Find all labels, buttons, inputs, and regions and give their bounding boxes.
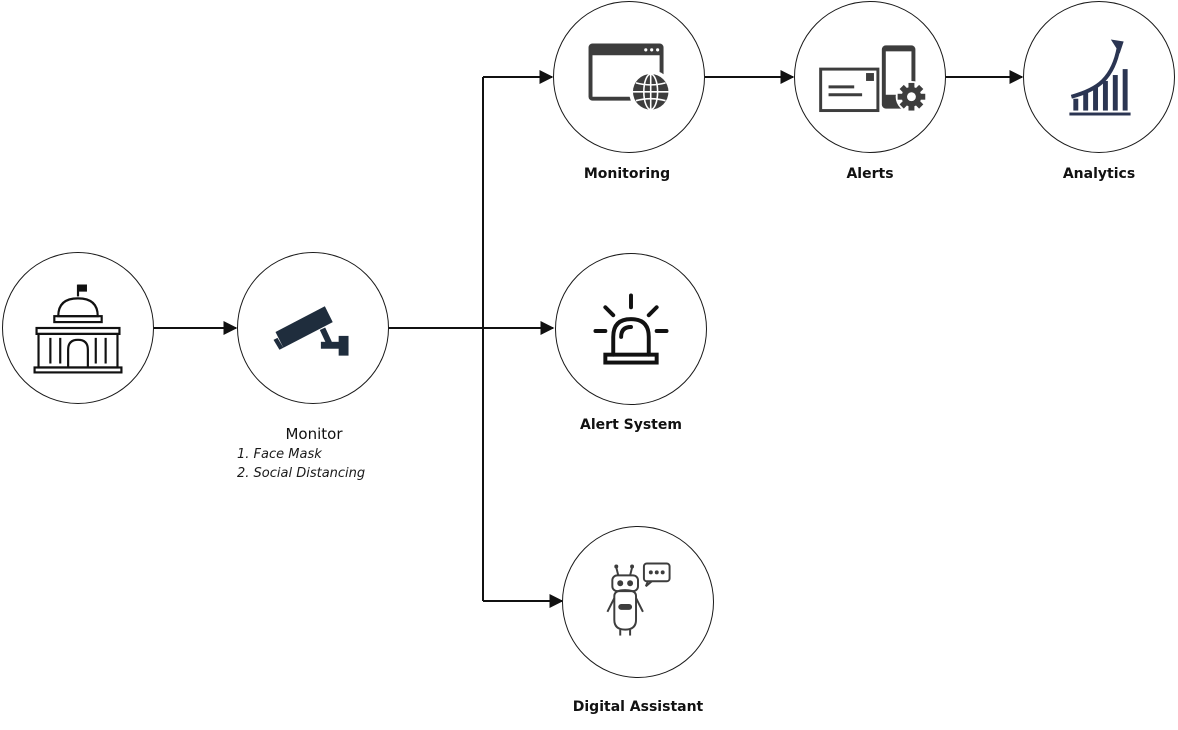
monitor-item-face-mask: 1. Face Mask (237, 447, 322, 462)
alerts-node (794, 1, 946, 153)
alert-system-label: Alert System (580, 417, 682, 433)
monitor-item-social-distancing: 2. Social Distancing (237, 466, 366, 481)
alerts-label: Alerts (846, 166, 894, 182)
siren-icon (593, 293, 669, 365)
monitoring-label: Monitoring (583, 166, 671, 182)
monitor-items-list: 1. Face Mask 2. Social Distancing (237, 445, 365, 483)
cctv-camera-icon (273, 306, 349, 356)
envelope-phone-gear-icon (819, 45, 928, 113)
building-node (2, 252, 154, 404)
robot-chat-icon (606, 562, 671, 636)
digital-assistant-label: Digital Assistant (572, 699, 704, 715)
web-browser-globe-icon (588, 43, 673, 114)
growth-chart-icon (1069, 39, 1131, 116)
analytics-label: Analytics (1062, 166, 1136, 182)
government-building-icon (33, 284, 123, 374)
analytics-node (1023, 1, 1175, 153)
digital-assistant-node (562, 526, 714, 678)
alert-system-node (555, 253, 707, 405)
monitor-label: Monitor (285, 425, 343, 443)
monitor-node (237, 252, 389, 404)
monitoring-node (553, 1, 705, 153)
